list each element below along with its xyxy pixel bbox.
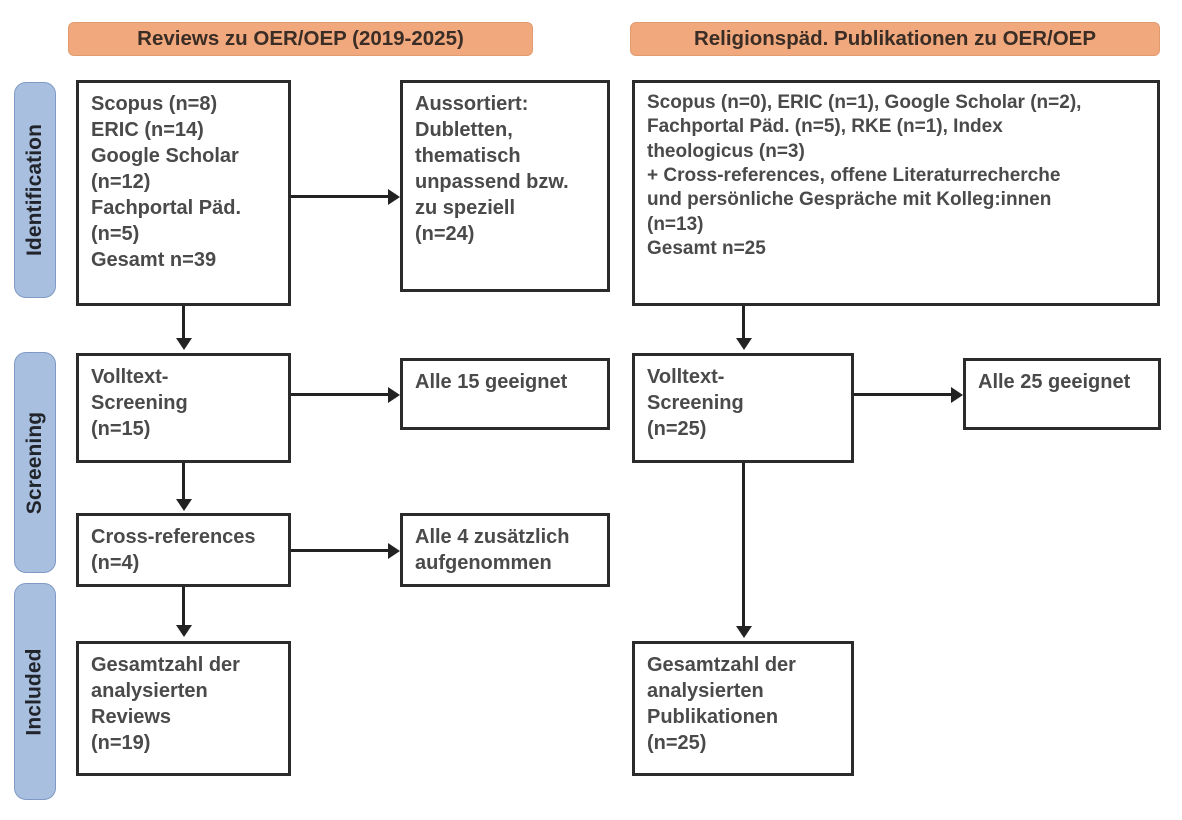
box-right-included-total: Gesamtzahl der analysierten Publikatione… [632,641,854,776]
arrowhead-right-identification-to-screening [735,338,752,350]
arrowhead-right-screening-to-result [951,386,963,403]
box-left-screening-result: Alle 15 geeignet [400,358,610,430]
connector-left-screening-to-result [291,393,389,396]
box-left-fulltext-screening: Volltext- Screening (n=15) [76,353,291,463]
box-left-crossreferences-result: Alle 4 zusätzlich aufgenommen [400,513,610,587]
arrowhead-left-crossrefs-to-result [388,542,400,559]
arrowhead-left-screening-to-result [388,386,400,403]
connector-left-crossrefs-to-included [182,587,185,627]
column-header-publications: Religionspäd. Publikationen zu OER/OEP [630,22,1160,56]
box-right-screening-result: Alle 25 geeignet [963,358,1161,430]
connector-right-identification-to-screening [742,306,745,340]
stage-bar-included: Included [14,583,56,800]
connector-left-identification-to-excluded [291,195,389,198]
arrowhead-left-identification-to-screening [175,338,192,350]
stage-label-screening: Screening [23,411,46,514]
box-left-excluded: Aussortiert: Dubletten, thematisch unpas… [400,80,610,292]
column-header-reviews: Reviews zu OER/OEP (2019-2025) [68,22,533,56]
box-left-included-total: Gesamtzahl der analysierten Reviews (n=1… [76,641,291,776]
box-right-identification-sources: Scopus (n=0), ERIC (n=1), Google Scholar… [632,80,1160,306]
connector-left-crossrefs-to-result [291,549,389,552]
arrowhead-left-crossrefs-to-included [175,625,192,637]
stage-label-identification: Identification [23,123,47,257]
arrowhead-left-identification-to-excluded [388,188,400,205]
arrowhead-left-screening-to-crossrefs [175,499,192,511]
connector-left-identification-to-screening [182,306,185,340]
connector-left-screening-to-crossrefs [182,463,185,501]
stage-bar-identification: Identification [14,82,56,298]
stage-bar-screening: Screening [14,352,56,573]
box-right-fulltext-screening: Volltext- Screening (n=25) [632,353,854,463]
box-left-identification-sources: Scopus (n=8) ERIC (n=14) Google Scholar … [76,80,291,306]
arrowhead-right-screening-to-included [735,626,752,638]
connector-right-screening-to-included [742,463,745,628]
connector-right-screening-to-result [854,393,952,396]
stage-label-included: Included [23,647,47,736]
box-left-crossreferences: Cross-references (n=4) [76,513,291,587]
